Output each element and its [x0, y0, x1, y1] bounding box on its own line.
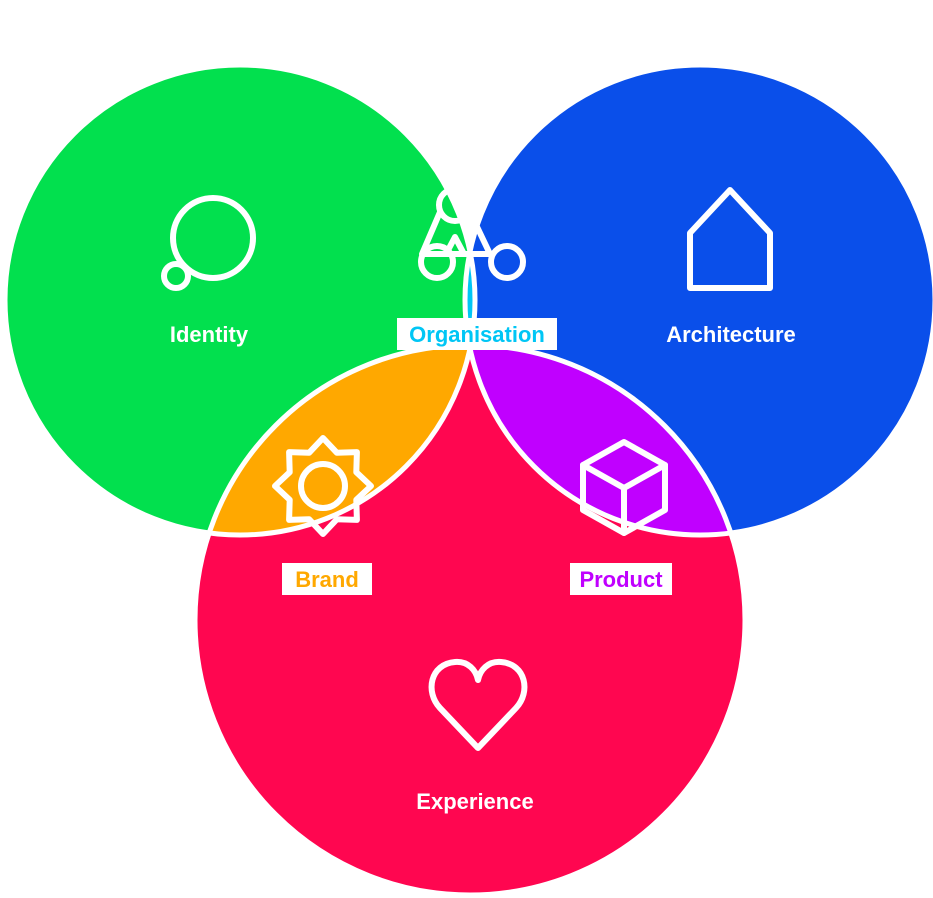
organisation-label: Organisation [409, 322, 545, 347]
architecture-label: Architecture [666, 322, 796, 347]
experience-label: Experience [416, 789, 533, 814]
product-label-box [570, 563, 672, 595]
brand-overlap [195, 345, 475, 535]
heart-icon [428, 658, 528, 751]
thought-bubble-icon [161, 195, 256, 291]
house-icon [687, 187, 773, 291]
sun-badge-icon [272, 435, 374, 537]
network-triangle-icon [418, 186, 526, 281]
product-overlap [465, 345, 745, 535]
organisation-label-box [397, 318, 557, 350]
brand-label: Brand [295, 567, 359, 592]
identity-label: Identity [170, 322, 249, 347]
product-label: Product [579, 567, 663, 592]
brand-label-box [282, 563, 372, 595]
cube-icon [580, 439, 668, 536]
